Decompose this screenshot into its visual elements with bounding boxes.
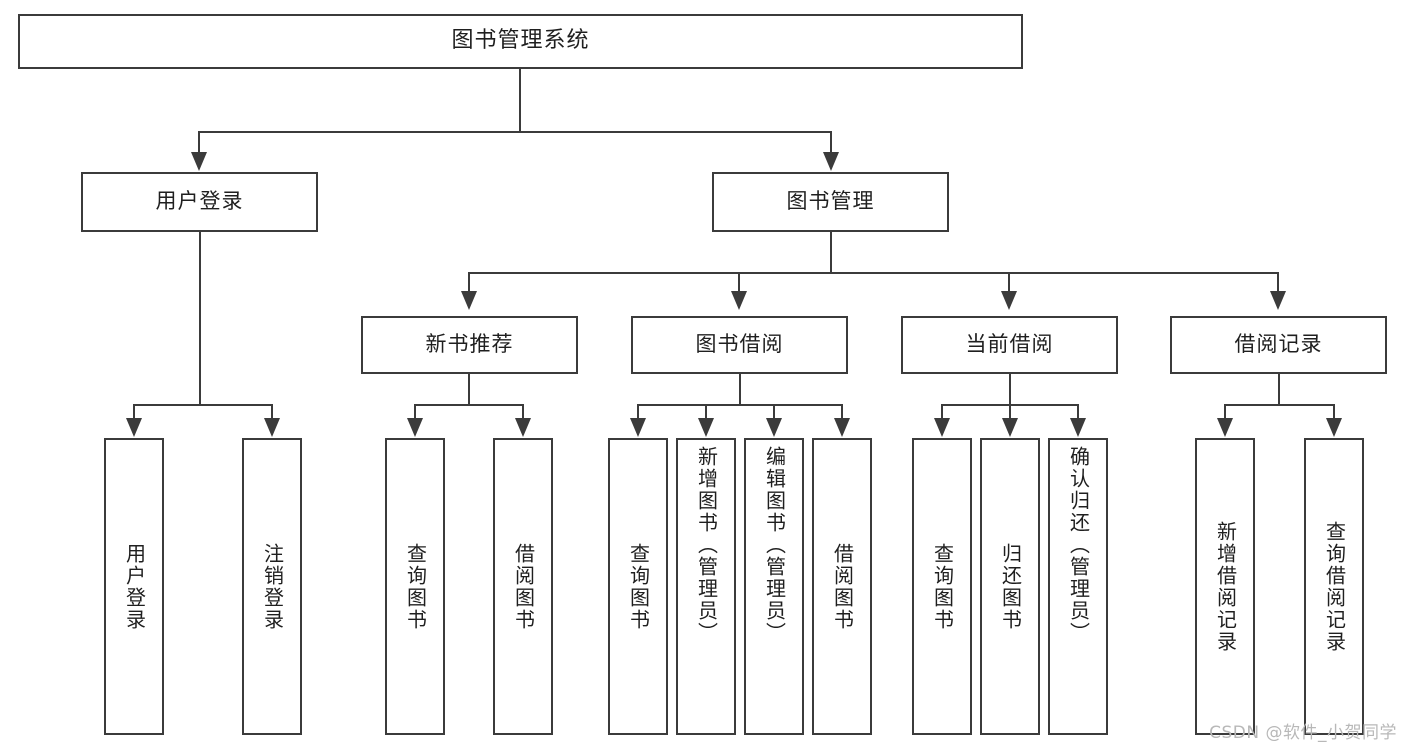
connector-borrow-drop-2 (705, 404, 707, 419)
arrow-level2-1 (191, 152, 207, 171)
node-label: 归还图书 (998, 542, 1023, 631)
node-label: 图书管理 (786, 189, 875, 214)
arrow-recommend-2 (515, 418, 531, 437)
leaf-user-login-logout[interactable]: 注销登录 (242, 438, 302, 735)
arrow-level2-2 (823, 152, 839, 171)
connector-record-stem (1278, 374, 1280, 405)
node-label: 当前借阅 (965, 332, 1054, 357)
arrow-borrow-1 (630, 418, 646, 437)
leaf-borrow-borrow-book[interactable]: 借阅图书 (812, 438, 872, 735)
arrow-level3-2 (731, 291, 747, 310)
node-borrow-record[interactable]: 借阅记录 (1170, 316, 1387, 374)
leaf-user-login-login[interactable]: 用户登录 (104, 438, 164, 735)
connector-borrow-stem (739, 374, 741, 405)
leaf-borrow-edit-book[interactable]: 编辑图书（管理员） (744, 438, 804, 735)
node-label: 注销登录 (260, 542, 285, 631)
node-book-borrow[interactable]: 图书借阅 (631, 316, 848, 374)
node-label: 查询图书 (626, 542, 651, 631)
connector-borrow-drop-4 (841, 404, 843, 419)
connector-recommend-drop-2 (522, 404, 524, 419)
node-label: 新书推荐 (425, 332, 514, 357)
leaf-recommend-borrow-book[interactable]: 借阅图书 (493, 438, 553, 735)
node-label: 借阅图书 (830, 542, 855, 631)
node-label: 查询图书 (930, 542, 955, 631)
arrow-record-2 (1326, 418, 1342, 437)
connector-level3-drop-2 (738, 272, 740, 292)
node-label: 确认归还（管理员） (1066, 446, 1091, 644)
arrow-borrow-4 (834, 418, 850, 437)
arrow-user-login-1 (126, 418, 142, 437)
node-label: 图书借阅 (695, 332, 784, 357)
connector-current-drop-3 (1077, 404, 1079, 419)
connector-current-drop-2 (1009, 404, 1011, 419)
connector-record-drop-1 (1224, 404, 1226, 419)
node-label: 图书管理系统 (451, 28, 590, 54)
node-label: 用户登录 (122, 542, 147, 631)
node-book-management[interactable]: 图书管理 (712, 172, 949, 232)
node-user-login[interactable]: 用户登录 (81, 172, 318, 232)
arrow-record-1 (1217, 418, 1233, 437)
node-label: 用户登录 (155, 189, 244, 214)
connector-level3-drop-3 (1008, 272, 1010, 292)
connector-recommend-drop-1 (414, 404, 416, 419)
connector-level2-drop-2 (830, 131, 832, 153)
watermark-csdn: CSDN @软件_小贺同学 (1209, 723, 1397, 743)
connector-user-login-drop-1 (133, 404, 135, 419)
arrow-user-login-2 (264, 418, 280, 437)
node-new-book-recommend[interactable]: 新书推荐 (361, 316, 578, 374)
node-label: 新增图书（管理员） (694, 446, 719, 644)
connector-current-drop-1 (941, 404, 943, 419)
connector-level3-drop-1 (468, 272, 470, 292)
connector-root-stem (519, 69, 521, 132)
leaf-borrow-query-book[interactable]: 查询图书 (608, 438, 668, 735)
connector-record-drop-2 (1333, 404, 1335, 419)
connector-user-login-stem (199, 232, 201, 405)
node-label: 编辑图书（管理员） (762, 446, 787, 644)
arrow-level3-4 (1270, 291, 1286, 310)
connector-user-login-bus (133, 404, 272, 406)
connector-level2-bus (198, 131, 832, 133)
node-current-borrow[interactable]: 当前借阅 (901, 316, 1118, 374)
connector-level3-bus (468, 272, 1278, 274)
arrow-borrow-2 (698, 418, 714, 437)
connector-recommend-stem (468, 374, 470, 405)
arrow-recommend-1 (407, 418, 423, 437)
arrow-current-1 (934, 418, 950, 437)
node-label: 借阅记录 (1234, 332, 1323, 357)
connector-user-login-drop-2 (271, 404, 273, 419)
leaf-borrow-add-book[interactable]: 新增图书（管理员） (676, 438, 736, 735)
arrow-current-3 (1070, 418, 1086, 437)
arrow-borrow-3 (766, 418, 782, 437)
arrow-current-2 (1002, 418, 1018, 437)
leaf-current-query-book[interactable]: 查询图书 (912, 438, 972, 735)
node-label: 查询借阅记录 (1322, 520, 1347, 653)
leaf-record-add-record[interactable]: 新增借阅记录 (1195, 438, 1255, 735)
arrow-level3-3 (1001, 291, 1017, 310)
node-label: 新增借阅记录 (1213, 520, 1238, 653)
leaf-current-return-book[interactable]: 归还图书 (980, 438, 1040, 735)
connector-book-mgmt-stem (830, 232, 832, 273)
leaf-current-confirm-return[interactable]: 确认归还（管理员） (1048, 438, 1108, 735)
connector-current-stem (1009, 374, 1011, 405)
connector-level3-drop-4 (1277, 272, 1279, 292)
arrow-level3-1 (461, 291, 477, 310)
connector-level2-drop-1 (198, 131, 200, 153)
connector-record-bus (1224, 404, 1334, 406)
node-root-system[interactable]: 图书管理系统 (18, 14, 1023, 69)
connector-borrow-drop-1 (637, 404, 639, 419)
leaf-recommend-query-book[interactable]: 查询图书 (385, 438, 445, 735)
leaf-record-query-record[interactable]: 查询借阅记录 (1304, 438, 1364, 735)
connector-borrow-drop-3 (773, 404, 775, 419)
connector-recommend-bus (414, 404, 523, 406)
connector-borrow-bus (637, 404, 842, 406)
node-label: 查询图书 (403, 542, 428, 631)
node-label: 借阅图书 (511, 542, 536, 631)
